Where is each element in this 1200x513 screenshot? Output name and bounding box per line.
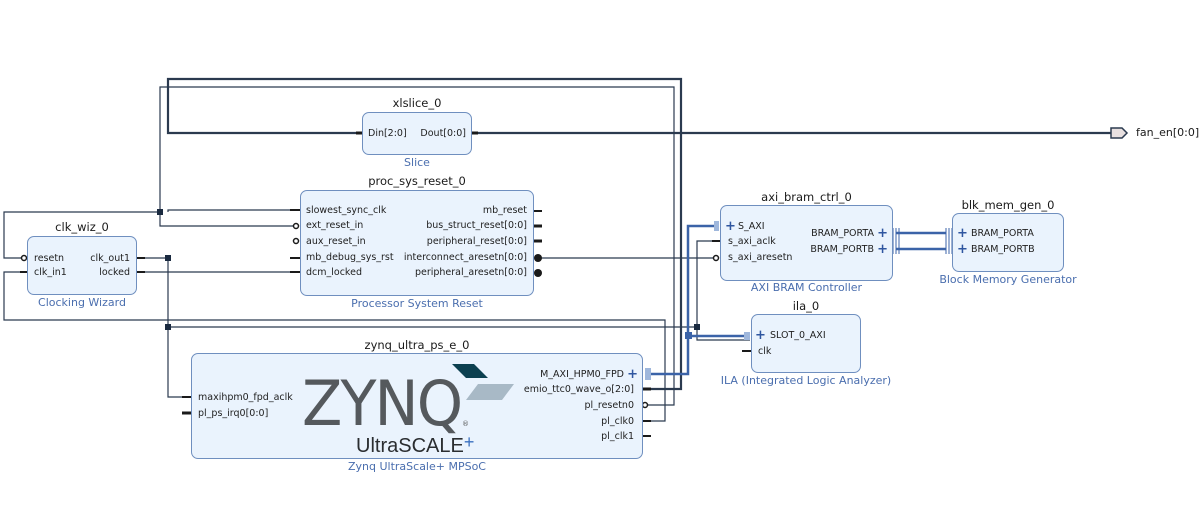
port-clk-out1[interactable]: clk_out1	[90, 253, 130, 264]
junction	[694, 324, 700, 330]
port-bus-struct-reset[interactable]: bus_struct_reset[0:0]	[426, 220, 527, 231]
xlslice-block[interactable]: Din[2:0] Dout[0:0]	[362, 112, 472, 155]
expand-bram-porta-icon[interactable]: +	[877, 226, 888, 241]
port-m-axi-hpm0-fpd[interactable]: M_AXI_HPM0_FPD	[540, 369, 624, 380]
bus-m-axi	[650, 224, 716, 376]
expand-bram-porta-in-icon[interactable]: +	[957, 226, 968, 241]
port-dcm-locked[interactable]: dcm_locked	[306, 267, 362, 278]
port-bram-portb-in[interactable]: BRAM_PORTB	[971, 244, 1035, 255]
xlslice-port-din[interactable]: Din[2:0]	[368, 128, 407, 139]
junction-bus	[685, 332, 692, 339]
expand-m-axi-hpm0-fpd-icon[interactable]: +	[627, 367, 638, 382]
port-ext-reset-in[interactable]: ext_reset_in	[306, 220, 364, 231]
zynq-logo-ultrascale: UltraSCALE+	[356, 432, 475, 457]
port-maxihpm0-fpd-aclk[interactable]: maxihpm0_fpd_aclk	[198, 392, 293, 403]
axi-bram-ctrl-block[interactable]: + S_AXI s_axi_aclk s_axi_aresetn BRAM_PO…	[720, 205, 893, 281]
ila-ip-name: ILA (Integrated Logic Analyzer)	[720, 374, 892, 387]
ila-block[interactable]: + SLOT_0_AXI clk	[751, 314, 861, 373]
port-pl-ps-irq0[interactable]: pl_ps_irq0[0:0]	[198, 408, 269, 419]
axi-bram-ctrl-instance-name: axi_bram_ctrl_0	[761, 190, 852, 204]
port-mb-reset[interactable]: mb_reset	[482, 205, 527, 216]
blk-mem-gen-instance-name: blk_mem_gen_0	[961, 198, 1055, 212]
wire-clk-out1-slowest	[167, 209, 296, 212]
proc-sys-reset-block[interactable]: slowest_sync_clk ext_reset_in aux_reset_…	[300, 190, 534, 296]
proc-sys-reset-instance-name: proc_sys_reset_0	[368, 174, 466, 188]
blk-mem-gen-ip-name: Block Memory Generator	[939, 273, 1077, 286]
clk-wiz-instance-name: clk_wiz_0	[55, 220, 109, 234]
port-pl-clk1[interactable]: pl_clk1	[601, 431, 634, 442]
external-port-fan-en[interactable]: fan_en[0:0]	[1136, 126, 1200, 139]
port-resetn[interactable]: resetn	[34, 253, 65, 264]
port-bram-porta-out[interactable]: BRAM_PORTA	[811, 228, 874, 239]
zynq-logo-word: ZYNQ	[302, 367, 463, 440]
wire-pl-clk0	[3, 271, 666, 422]
zynq-ip-name: Zynq UltraScale+ MPSoC	[347, 460, 486, 473]
port-peripheral-reset[interactable]: peripheral_reset[0:0]	[426, 236, 527, 247]
wire-emio-to-din	[166, 77, 683, 391]
wire-clk-out1-bram	[696, 240, 720, 327]
port-mb-debug-sys-rst[interactable]: mb_debug_sys_rst	[306, 252, 394, 263]
port-emio-ttc0-wave-o[interactable]: emio_ttc0_wave_o[2:0]	[523, 384, 634, 395]
expand-bram-portb-in-icon[interactable]: +	[957, 242, 968, 257]
clk-wiz-ip-name: Clocking Wizard	[38, 296, 126, 309]
port-aux-reset-in[interactable]: aux_reset_in	[306, 236, 366, 247]
port-clk-in1[interactable]: clk_in1	[34, 267, 67, 278]
port-s-axi-aresetn[interactable]: s_axi_aresetn	[728, 252, 793, 263]
clk-wiz-block[interactable]: resetn clk_in1 clk_out1 locked	[27, 236, 137, 295]
wire-pl-resetn0-ext-reset	[159, 212, 296, 227]
port-s-axi-aclk[interactable]: s_axi_aclk	[728, 236, 776, 247]
junction	[165, 255, 171, 261]
port-bram-porta-in[interactable]: BRAM_PORTA	[971, 228, 1034, 239]
expand-bram-portb-icon[interactable]: +	[877, 242, 888, 257]
proc-sys-reset-ip-name: Processor System Reset	[351, 297, 483, 310]
port-clk[interactable]: clk	[758, 346, 772, 357]
wire-clk-out1-branch	[168, 326, 750, 341]
xlslice-instance-name: xlslice_0	[392, 96, 442, 110]
port-pl-clk0[interactable]: pl_clk0	[601, 416, 634, 427]
fan-en-port-icon	[1110, 127, 1129, 139]
zynq-logo-registered: ®	[462, 420, 469, 428]
zynq-logo-chevron-icon	[452, 364, 514, 400]
expand-slot-0-axi-icon[interactable]: +	[755, 328, 766, 343]
port-s-axi[interactable]: S_AXI	[738, 221, 765, 232]
expand-s-axi-icon[interactable]: +	[725, 219, 736, 234]
port-peripheral-aresetn[interactable]: peripheral_aresetn[0:0]	[414, 267, 527, 278]
port-locked[interactable]: locked	[99, 267, 130, 278]
junction	[165, 324, 171, 330]
zynq-instance-name: zynq_ultra_ps_e_0	[364, 338, 470, 352]
zynq-logo: ZYNQ ® UltraSCALE+	[302, 362, 522, 457]
xlslice-ip-name: Slice	[404, 156, 430, 169]
port-interconnect-aresetn[interactable]: interconnect_aresetn[0:0]	[403, 252, 527, 263]
axi-bram-ctrl-ip-name: AXI BRAM Controller	[750, 281, 863, 294]
blk-mem-gen-block[interactable]: + BRAM_PORTA + BRAM_PORTB	[952, 213, 1064, 272]
zynq-block[interactable]: maxihpm0_fpd_aclk pl_ps_irq0[0:0] ZYNQ ®…	[191, 353, 643, 459]
port-bram-portb-out[interactable]: BRAM_PORTB	[810, 244, 874, 255]
port-slowest-sync-clk[interactable]: slowest_sync_clk	[306, 205, 387, 216]
junction	[157, 209, 163, 215]
ila-instance-name: ila_0	[792, 299, 820, 313]
xlslice-port-dout[interactable]: Dout[0:0]	[420, 128, 466, 139]
port-pl-resetn0[interactable]: pl_resetn0	[584, 400, 634, 411]
wire-pl-resetn0	[3, 86, 675, 406]
port-slot-0-axi[interactable]: SLOT_0_AXI	[770, 330, 826, 341]
